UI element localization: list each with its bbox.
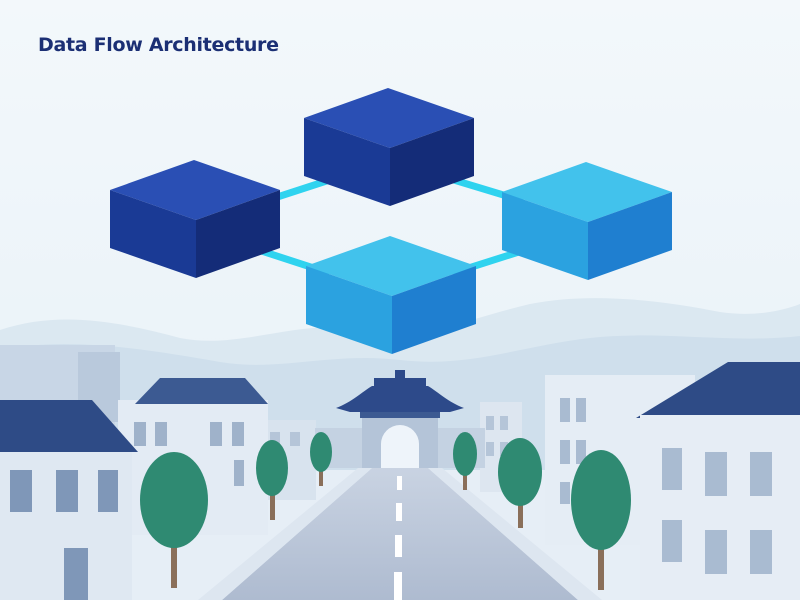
gate-building <box>315 370 485 468</box>
page-title: Data Flow Architecture <box>38 34 279 56</box>
tree-right-front <box>571 450 631 590</box>
left-front-building <box>0 400 138 600</box>
road <box>198 468 602 600</box>
tree-left-front <box>140 452 208 588</box>
tree-left-mid <box>256 440 288 520</box>
node-bottom-cube <box>306 236 476 354</box>
tree-right-back <box>453 432 477 490</box>
right-front-building <box>636 362 800 600</box>
node-left-cube <box>110 160 280 278</box>
tree-right-mid <box>498 438 542 528</box>
node-top-cube <box>304 88 474 206</box>
tree-left-back <box>310 432 332 486</box>
node-right-cube <box>502 162 672 280</box>
gate-roof <box>336 386 464 412</box>
